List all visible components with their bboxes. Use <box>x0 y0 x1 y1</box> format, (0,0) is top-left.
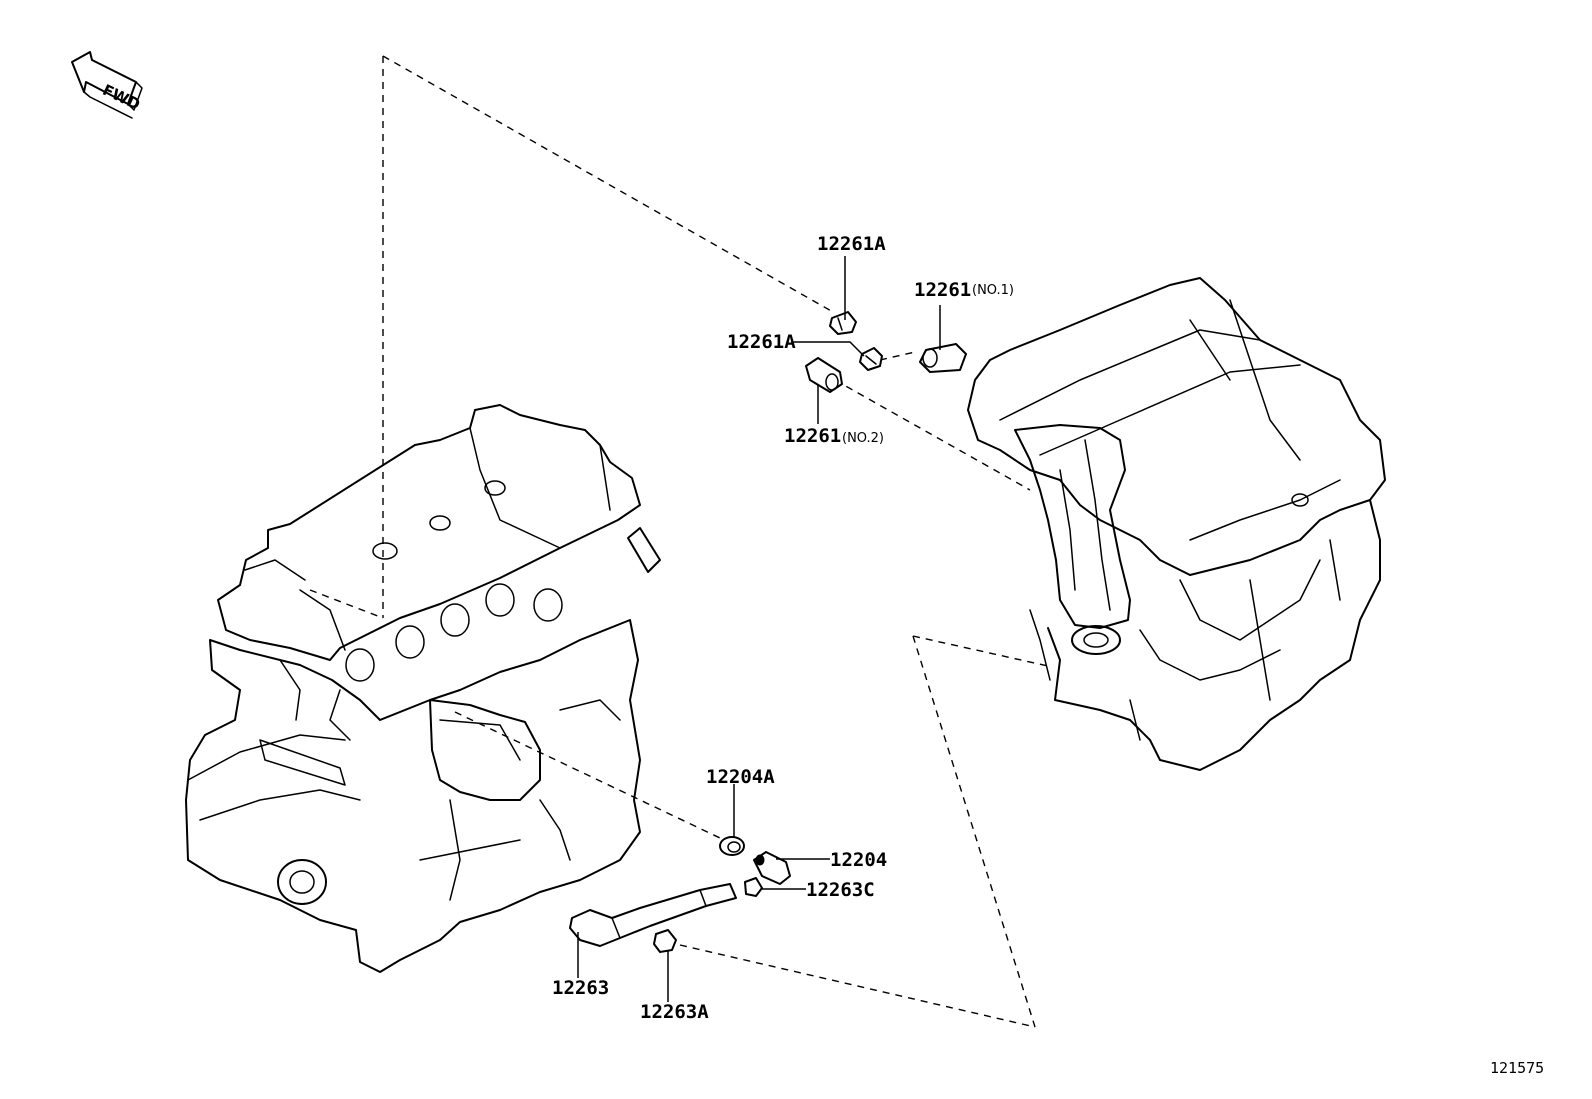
leader-lines <box>577 256 941 1002</box>
label-12204A: 12204A <box>706 766 775 788</box>
part-valve-12204 <box>753 851 791 885</box>
fwd-label: FWD <box>100 81 143 114</box>
part-hose-12261-no1 <box>919 343 967 373</box>
part-hose-12263 <box>569 883 737 947</box>
label-12263C: 12263C <box>806 879 875 901</box>
part-clip-12263A <box>653 929 677 953</box>
part-grommet-12204A <box>719 836 745 856</box>
fwd-arrow-icon: FWD <box>71 51 143 119</box>
part-clip-12263C <box>744 877 763 897</box>
part-hose-12261-no2 <box>805 357 843 393</box>
label-12263: 12263 <box>552 977 609 999</box>
engine-block-left <box>185 404 661 973</box>
label-12261-no1-sub: (NO.1) <box>972 283 1014 298</box>
label-12261-no2-sub: (NO.2) <box>842 431 884 446</box>
document-number: 121575 <box>1490 1059 1544 1077</box>
label-12261A-top: 12261A <box>817 233 886 255</box>
label-12261A-left: 12261A <box>727 331 796 353</box>
label-12204: 12204 <box>830 849 887 871</box>
part-clip-12261A-top <box>829 311 857 335</box>
label-12261-no1: 12261 <box>914 279 971 301</box>
label-12263A: 12263A <box>640 1001 709 1023</box>
label-12261-no2: 12261 <box>784 425 841 447</box>
part-clip-12261A-left <box>859 347 883 371</box>
engine-assembly-right <box>967 277 1386 771</box>
guide-lines <box>309 55 1049 1028</box>
